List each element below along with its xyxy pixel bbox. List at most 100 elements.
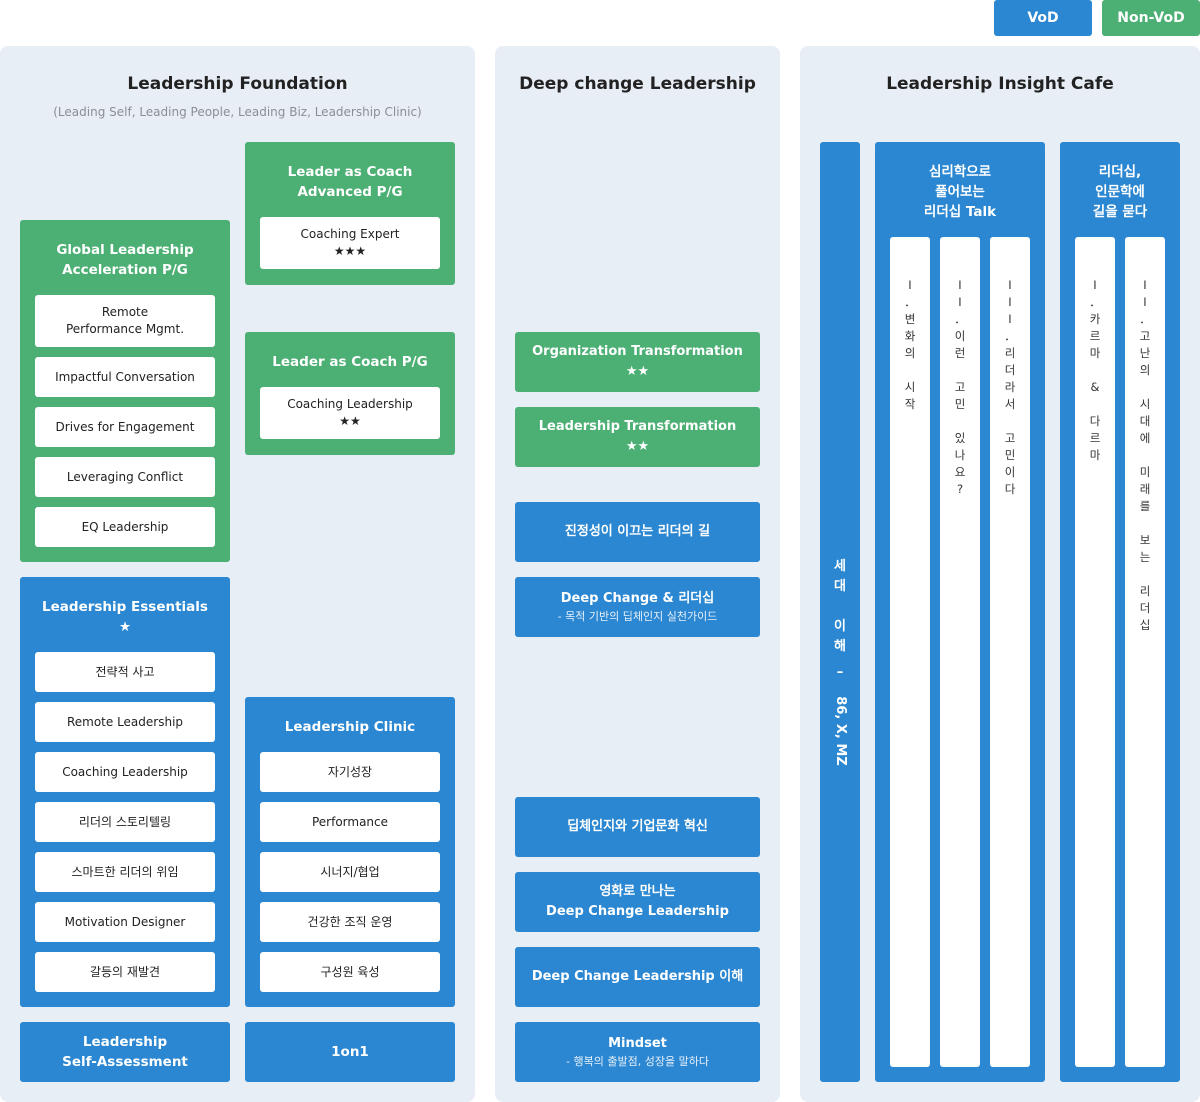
vertical-char: 보 — [1139, 533, 1151, 547]
vertical-char — [990, 413, 1030, 430]
vertical-char: 라 — [1004, 380, 1016, 394]
course-subtitle: - 행복의 출발점, 성장을 말하다 — [566, 1055, 709, 1068]
course-item[interactable]: Coaching Leadership — [35, 752, 215, 792]
vertical-char: 시 — [904, 380, 916, 394]
legend-non-vod: Non-VoD — [1102, 0, 1200, 36]
course-authentic-leader[interactable]: 진정성이 이끄는 리더의 길 — [515, 502, 760, 562]
course-item[interactable]: Remote Leadership — [35, 702, 215, 742]
course-title: Leadership Transformation ★★ — [538, 419, 737, 454]
course-item[interactable]: 시너지/협업 — [260, 852, 440, 892]
course-item[interactable]: 자기성장 — [260, 752, 440, 792]
vertical-char: 있 — [954, 431, 966, 445]
course-deep-change-leadership[interactable]: Deep Change & 리더십 - 목적 기반의 딥체인지 실천가이드 — [515, 577, 760, 637]
course-subtitle: - 목적 기반의 딥체인지 실천가이드 — [557, 610, 718, 623]
gen-rotated: 86, X, MZ — [820, 691, 860, 771]
course-organization-transformation[interactable]: Organization Transformation ★★ — [515, 332, 760, 392]
course-coaching-expert[interactable]: Coaching Expert ★★★ — [260, 217, 440, 269]
vertical-char: ． — [1139, 312, 1151, 326]
vertical-char: I — [1008, 295, 1012, 309]
vertical-char: 를 — [1139, 499, 1151, 513]
course-item[interactable]: 갈등의 재발견 — [35, 952, 215, 992]
vertical-char: I — [1008, 312, 1012, 326]
course-item[interactable]: Remote Performance Mgmt. — [35, 295, 215, 347]
course-item[interactable]: Impactful Conversation — [35, 357, 215, 397]
vertical-char: 세 — [834, 559, 846, 574]
vertical-char: ． — [904, 295, 916, 309]
self-assessment-button[interactable]: Leadership Self-Assessment — [20, 1022, 230, 1082]
leadership-clinic-card: Leadership Clinic 자기성장 Performance 시너지/협… — [245, 697, 455, 1007]
course-item[interactable]: Performance — [260, 802, 440, 842]
course-deep-change-understanding[interactable]: Deep Change Leadership 이해 — [515, 947, 760, 1007]
vertical-char: 마 — [1089, 448, 1101, 462]
vertical-char: I — [1143, 295, 1147, 309]
foundation-title: Leadership Foundation — [127, 74, 348, 94]
course-item[interactable]: 스마트한 리더의 위임 — [35, 852, 215, 892]
vertical-char: 의 — [1139, 363, 1151, 377]
vertical-char — [1075, 396, 1115, 413]
course-leadership-transformation[interactable]: Leadership Transformation ★★ — [515, 407, 760, 467]
course-title: Mindset — [608, 1036, 667, 1051]
deep-change-title: Deep change Leadership — [519, 74, 756, 94]
foundation-subtitle: (Leading Self, Leading People, Leading B… — [53, 105, 422, 119]
one-on-one-button[interactable]: 1on1 — [245, 1022, 455, 1082]
vertical-char: ． — [1089, 295, 1101, 309]
vertical-char: I — [908, 278, 912, 292]
vertical-char: 에 — [1139, 431, 1151, 445]
vertical-char: 리 — [1004, 346, 1016, 360]
card-title: Global Leadership Acceleration P/G — [56, 242, 194, 278]
vertical-char: 난 — [1139, 346, 1151, 360]
course-title: Organization Transformation ★★ — [532, 344, 743, 379]
vertical-char: 미 — [1139, 465, 1151, 479]
course-deep-change-culture[interactable]: 딥체인지와 기업문화 혁신 — [515, 797, 760, 857]
vertical-char: 이 — [1004, 465, 1016, 479]
vertical-char: 다 — [1089, 414, 1101, 428]
leader-as-coach-advanced-card: Leader as Coach Advanced P/G Coaching Ex… — [245, 142, 455, 285]
leadership-essentials-card: Leadership Essentials ★ 전략적 사고 Remote Le… — [20, 577, 230, 1007]
course-item[interactable]: 구성원 육성 — [260, 952, 440, 992]
course-item[interactable]: Drives for Engagement — [35, 407, 215, 447]
card-title: 심리학으로 풀어보는 리더십 Talk — [923, 164, 997, 220]
course-movie-deep-change[interactable]: 영화로 만나는 Deep Change Leadership — [515, 872, 760, 932]
course-item[interactable]: 리더의 스토리텔링 — [35, 802, 215, 842]
course-coaching-leadership[interactable]: Coaching Leadership ★★ — [260, 387, 440, 439]
vertical-char: 이 — [834, 619, 846, 634]
vertical-char: 는 — [1139, 550, 1151, 564]
vertical-char: 고 — [1004, 431, 1016, 445]
vertical-char: 해 — [834, 639, 846, 654]
vertical-char: 리 — [1139, 584, 1151, 598]
vertical-char — [1125, 515, 1165, 532]
course-title: 영화로 만나는 Deep Change Leadership — [546, 884, 729, 919]
vertical-char: 변 — [904, 312, 916, 326]
course-item[interactable]: 건강한 조직 운영 — [260, 902, 440, 942]
course-item[interactable]: EQ Leadership — [35, 507, 215, 547]
vertical-char: 대 — [834, 579, 846, 594]
vertical-char: 래 — [1139, 482, 1151, 496]
vertical-char: 서 — [1004, 397, 1016, 411]
course-mindset[interactable]: Mindset - 행복의 출발점, 성장을 말하다 — [515, 1022, 760, 1082]
card-title: 리더십, 인문학에 길을 묻다 — [1092, 164, 1148, 220]
course-item[interactable]: Leveraging Conflict — [35, 457, 215, 497]
vertical-char: ． — [1004, 329, 1016, 343]
vertical-char: 고 — [1139, 329, 1151, 343]
insight-cafe-title: Leadership Insight Cafe — [886, 74, 1114, 94]
global-leadership-card: Global Leadership Acceleration P/G Remot… — [20, 220, 230, 562]
card-title: Leadership Essentials ★ — [42, 599, 208, 635]
course-item[interactable]: 전략적 사고 — [35, 652, 215, 692]
course-item[interactable]: Motivation Designer — [35, 902, 215, 942]
course-title: Deep Change & 리더십 — [560, 591, 715, 606]
vertical-char: 더 — [1004, 363, 1016, 377]
vertical-char: 작 — [904, 397, 916, 411]
card-title: Leader as Coach P/G — [272, 354, 428, 370]
